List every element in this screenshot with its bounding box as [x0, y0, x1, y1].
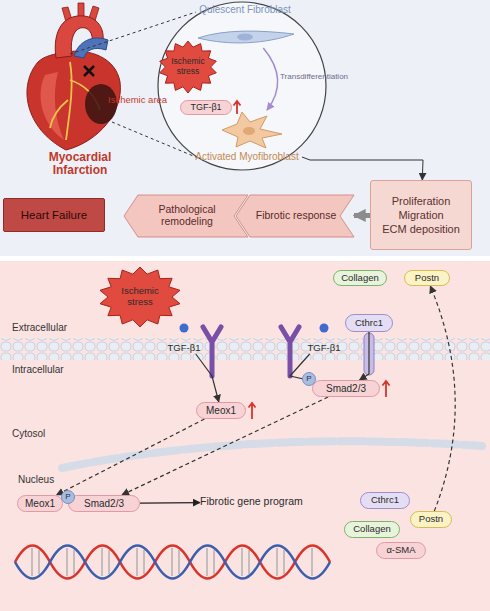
connector-arrow: [354, 213, 370, 218]
meox1-pill: Meox1: [196, 402, 246, 419]
up-arrow: [249, 403, 256, 419]
tgf-receptor: [281, 327, 299, 376]
outcome-box: ProliferationMigrationECM deposition: [370, 180, 472, 250]
dna-strand: [15, 546, 330, 579]
compartment-label: Extracellular: [12, 322, 67, 333]
node-text: Collagen: [341, 273, 379, 284]
tgf-ligand: TGF-β1: [158, 322, 210, 354]
node-text: TGF-β1: [168, 343, 201, 354]
cell-membrane: [0, 338, 490, 360]
connector-arrow: [140, 502, 200, 504]
meox1-pill: Meox1: [17, 495, 63, 512]
up-arrow: [383, 381, 390, 397]
connector-arrow: [57, 419, 205, 495]
ligand-dot: [180, 324, 189, 333]
star-shape: [100, 267, 180, 327]
occlusion-mark: [84, 66, 94, 76]
connector-arrow: [263, 48, 277, 110]
asma-pill: α-SMA: [376, 542, 426, 559]
node-text: Quiescent Fibroblast: [199, 4, 291, 15]
connector-arrow: [360, 332, 370, 380]
gene-program-text: Fibrotic gene program: [200, 493, 325, 511]
connector-arrow: [430, 286, 455, 511]
node-text: Activated Myofibroblast: [195, 151, 298, 162]
cell-shape: [222, 112, 282, 148]
node-text: Fibrotic response: [256, 210, 337, 222]
node-text: Ischemic stress: [166, 57, 210, 76]
dna-rungs: [32, 548, 312, 576]
fibrotic-response-arrow: Fibrotic response: [236, 195, 354, 237]
chevron-shape: [124, 195, 248, 237]
region-label: Ischemic area: [108, 95, 167, 105]
node-text: Migration: [398, 209, 443, 221]
cthrc1-pill: Cthrc1: [345, 314, 393, 332]
node-text: TGF-β1: [190, 102, 221, 112]
cell-nucleus: [243, 127, 255, 135]
cthrc1-pill: Cthrc1: [360, 492, 410, 509]
heart-body: [27, 51, 120, 150]
node-text: ECM deposition: [382, 223, 460, 235]
collagen-pill: Collagen: [344, 521, 400, 538]
connector-arrow: [196, 354, 219, 402]
phospho-mark: P: [61, 490, 75, 504]
figure-label: Myocardial Infarction: [30, 151, 130, 177]
tgf-ligand: TGF-β1: [298, 322, 350, 354]
tgf-receptor: [203, 327, 221, 376]
quiescent-fibroblast: Quiescent Fibroblast: [190, 4, 300, 48]
node-text: Heart Failure: [21, 209, 87, 222]
node-text: Cthrc1: [355, 318, 383, 329]
node-text: Pathological remodeling: [142, 204, 232, 228]
zoom-circle: [158, 2, 326, 170]
node-text: Smad2/3: [326, 383, 366, 394]
heart-failure-box: Heart Failure: [3, 198, 105, 232]
node-text: Proliferation: [392, 195, 451, 207]
cell-nucleus: [237, 34, 253, 41]
node-text: Cthrc1: [371, 495, 399, 506]
node-text: α-SMA: [386, 545, 415, 556]
chevron-shape: [236, 195, 354, 237]
star-shape: [160, 41, 217, 93]
cell-shape: [198, 31, 294, 43]
connector-arrow: [122, 397, 328, 495]
dna-strand: [15, 546, 330, 579]
node-text: Postn: [419, 514, 443, 525]
node-text: Meox1: [25, 498, 55, 509]
phospho-mark: P: [302, 372, 316, 386]
activated-myofibroblast: Activated Myofibroblast: [192, 110, 302, 162]
node-text: Collagen: [353, 524, 391, 535]
ligand-dot: [320, 324, 329, 333]
top-panel: [0, 0, 490, 256]
pulmonary-artery: [74, 38, 108, 58]
up-arrow: [234, 101, 241, 114]
ischemic-stress-star: Ischemic stress: [158, 40, 218, 94]
postn-pill: Postn: [410, 511, 452, 528]
collagen-pill: Collagen: [333, 270, 387, 286]
bottom-panel: [0, 261, 490, 611]
node-text: Postn: [415, 273, 439, 284]
remodeling-arrow: Pathological remodeling: [124, 195, 248, 237]
compartment-label: Intracellular: [12, 364, 64, 375]
node-text: Meox1: [206, 405, 236, 416]
connector-arrow: [302, 157, 423, 180]
node-text: Ischemic stress: [114, 286, 166, 307]
smad-pill: Smad2/3: [68, 495, 140, 512]
nuclear-envelope: [62, 441, 482, 468]
node-text: Smad2/3: [84, 498, 124, 509]
tgf-pill: TGF-β1: [180, 100, 232, 115]
node-text: Fibrotic gene program: [200, 496, 303, 508]
postn-pill: Postn: [404, 270, 450, 286]
cthrc1-receptor: [364, 333, 374, 375]
compartment-label: Cytosol: [12, 428, 45, 439]
ischemic-stress-star: Ischemic stress: [98, 266, 182, 328]
edge-label: Transdifferentiation: [280, 73, 348, 82]
node-text: TGF-β1: [308, 343, 341, 354]
smad-pill: Smad2/3: [312, 380, 380, 397]
compartment-label: Nucleus: [18, 474, 54, 485]
